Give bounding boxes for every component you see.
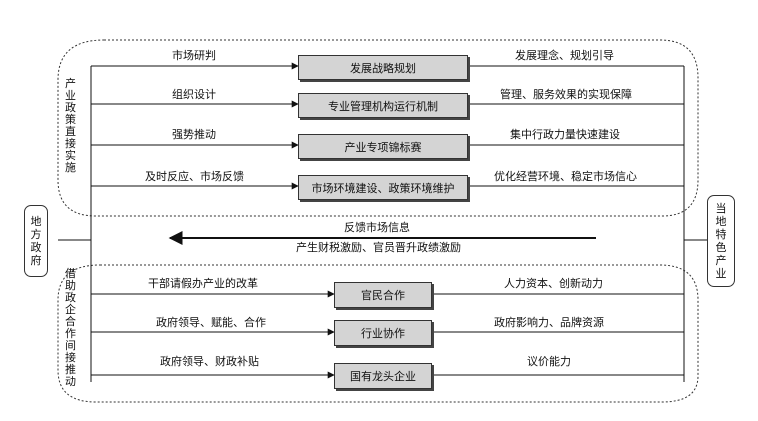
indirect-row-2-output: 政府影响力、品牌资源 <box>494 316 604 329</box>
direct-row-4-box: 市场环境建设、政策环境维护 <box>298 175 468 200</box>
local-industry-node: 当地特色产业 <box>707 195 735 287</box>
direct-row-2-input: 组织设计 <box>172 88 216 101</box>
indirect-row-2-input: 政府领导、赋能、合作 <box>156 316 266 329</box>
direct-row-1-output: 发展理念、规划引导 <box>515 49 614 62</box>
direct-group-border <box>57 39 699 217</box>
indirect-row-3-box: 国有龙头企业 <box>334 363 432 389</box>
indirect-row-3-input: 政府领导、财政补贴 <box>160 355 259 368</box>
feedback-label-2: 产生财税激励、官员晋升政绩激励 <box>296 241 461 254</box>
indirect-row-3-output: 议价能力 <box>527 355 571 368</box>
direct-row-4-output: 优化经营环境、稳定市场信心 <box>494 170 637 183</box>
indirect-row-1-output: 人力资本、创新动力 <box>504 277 603 290</box>
indirect-group-title: 借助政企合作间接推动 <box>65 267 76 388</box>
direct-group-title: 产业政策直接实施 <box>65 77 76 174</box>
local-government-node: 地方政府 <box>24 205 48 277</box>
direct-row-3-output: 集中行政力量快速建设 <box>510 128 620 141</box>
indirect-row-2-box: 行业协作 <box>334 320 432 346</box>
direct-row-3-box: 产业专项锦标赛 <box>298 134 468 159</box>
direct-row-2-output: 管理、服务效果的实现保障 <box>500 88 632 101</box>
indirect-row-1-box: 官民合作 <box>334 282 432 308</box>
local-industry-label: 当地特色产业 <box>715 202 727 280</box>
direct-row-1-input: 市场研判 <box>172 49 216 62</box>
indirect-row-1-input: 干部请假办产业的改革 <box>148 277 258 290</box>
direct-row-1-box: 发展战略规划 <box>298 55 468 80</box>
feedback-label-1: 反馈市场信息 <box>344 221 410 234</box>
local-government-label: 地方政府 <box>30 215 42 267</box>
direct-row-2-box: 专业管理机构运行机制 <box>298 93 468 118</box>
direct-row-3-input: 强势推动 <box>172 128 216 141</box>
direct-row-4-input: 及时反应、市场反馈 <box>145 170 244 183</box>
indirect-group-border <box>57 264 699 403</box>
